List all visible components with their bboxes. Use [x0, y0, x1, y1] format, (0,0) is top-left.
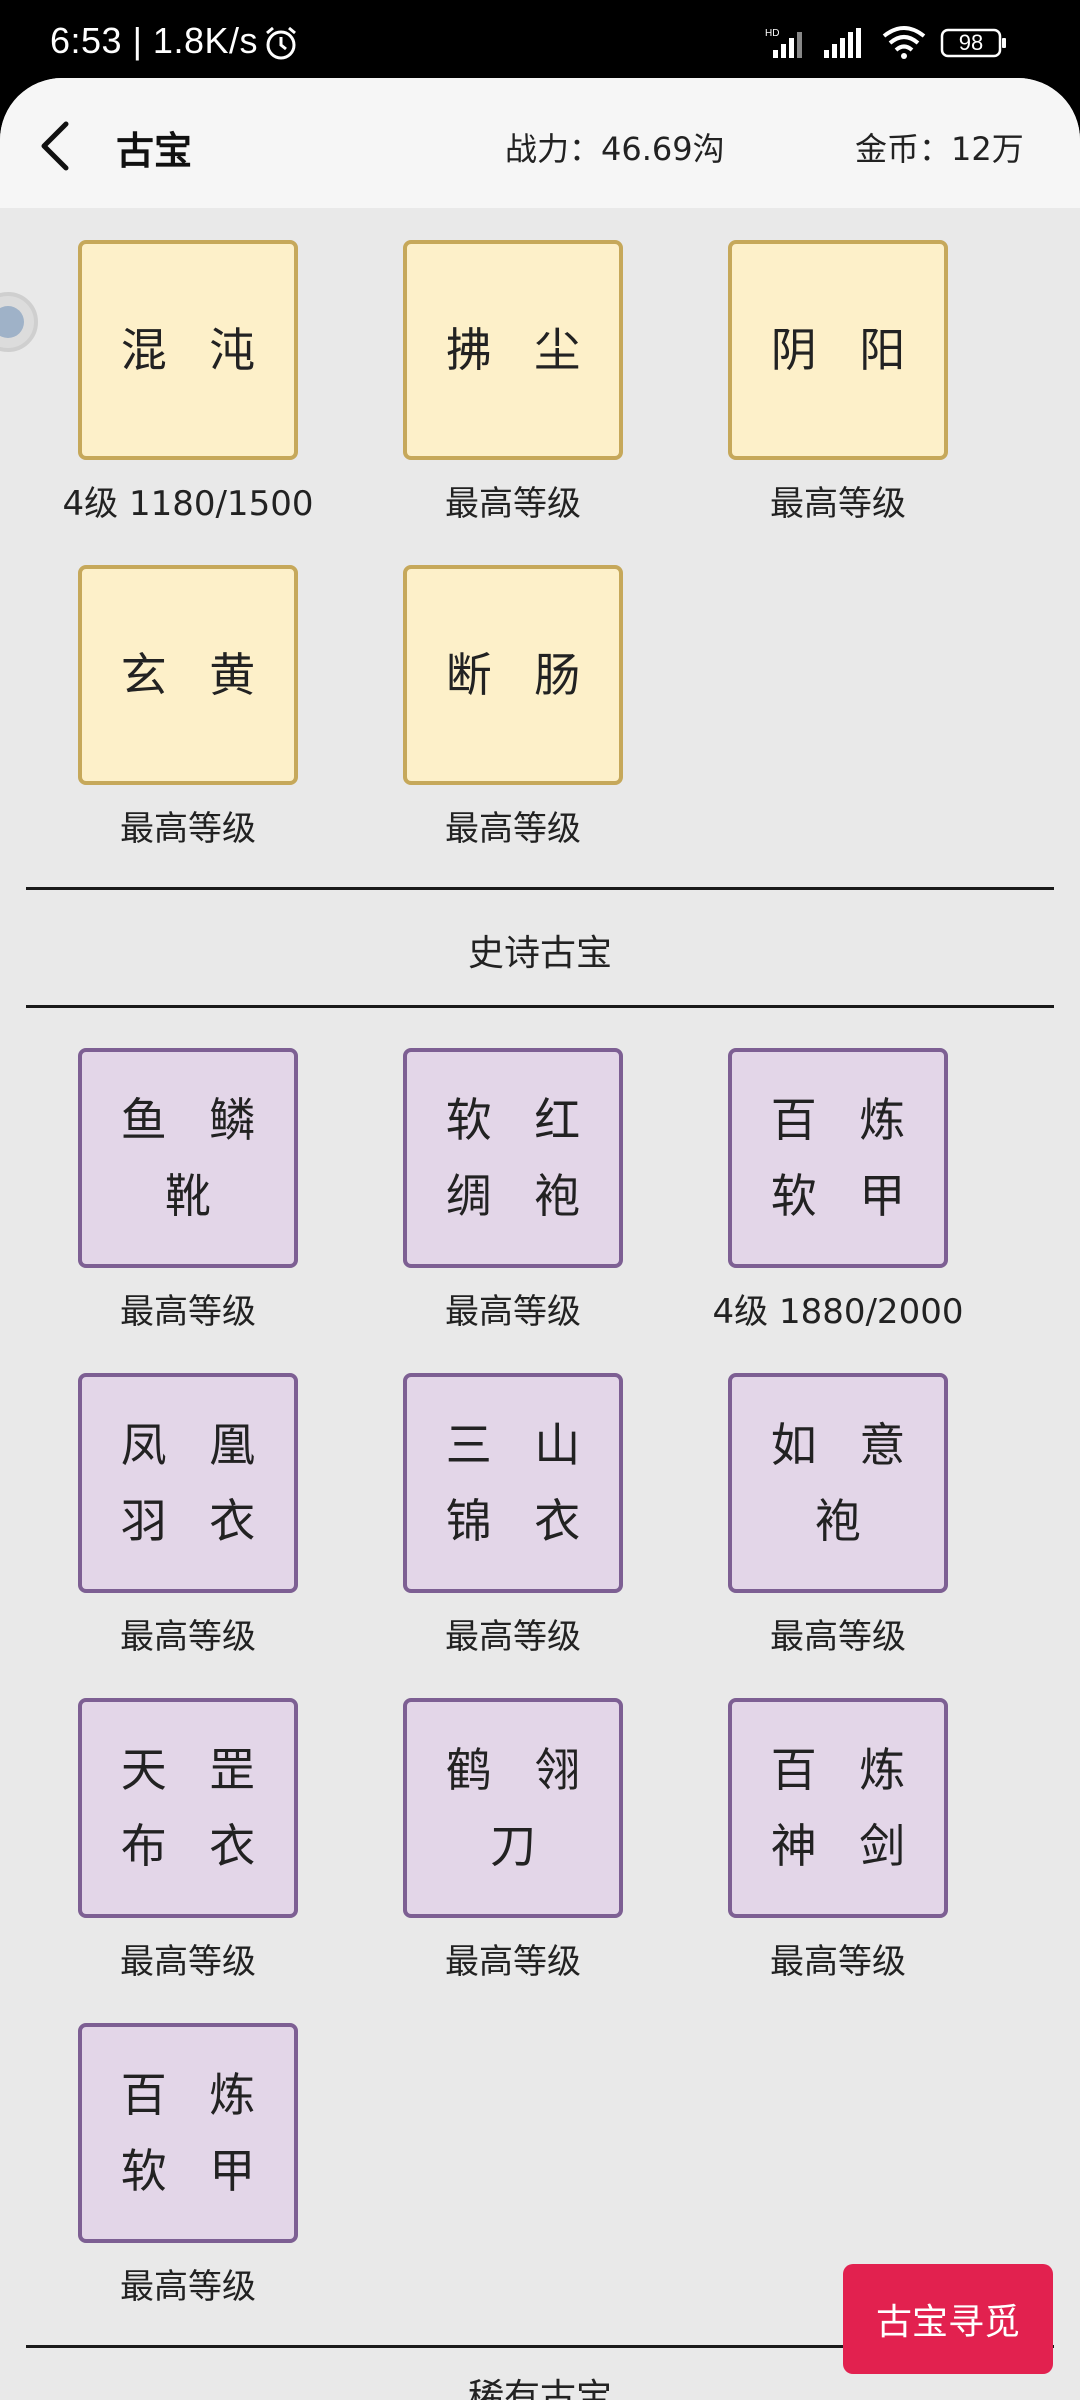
page-title: 古宝	[116, 129, 193, 173]
treasure-item[interactable]: 软 红绸 袍 最高等级	[403, 1048, 623, 1332]
treasure-status: 最高等级	[120, 1617, 256, 1657]
treasure-status: 4级 1180/1500	[62, 484, 314, 524]
section-divider	[26, 2345, 1054, 2348]
treasure-tile[interactable]: 百 炼神 剑	[728, 1698, 948, 1918]
treasure-status: 最高等级	[120, 2267, 256, 2307]
treasure-status: 最高等级	[445, 484, 581, 524]
treasure-tile[interactable]: 鹤 翎刀	[403, 1698, 623, 1918]
header: 古宝 战力：46.69沟 金币：12万	[0, 78, 1080, 208]
svg-text:HD: HD	[765, 28, 779, 39]
treasure-item[interactable]: 鱼 鳞靴 最高等级	[78, 1048, 298, 1332]
treasure-item[interactable]: 阴 阳 最高等级	[728, 240, 948, 524]
treasure-item[interactable]: 天 罡布 衣 最高等级	[78, 1698, 298, 1982]
treasure-item[interactable]: 三 山锦 衣 最高等级	[403, 1373, 623, 1657]
status-time: 6:53 | 1.8K/s	[50, 20, 258, 61]
power-label: 战力：46.69沟	[505, 130, 725, 168]
treasure-tile[interactable]: 天 罡布 衣	[78, 1698, 298, 1918]
treasure-list[interactable]: 混 沌 4级 1180/1500 拂 尘 最高等级 阴 阳 最高等级 玄 黄 最…	[0, 208, 1080, 2400]
section-title-epic: 史诗古宝	[467, 933, 612, 974]
app-sheet: 古宝 战力：46.69沟 金币：12万 混 沌 4级 1180/1500 拂 尘…	[0, 78, 1080, 2400]
gold-label: 金币：12万	[855, 130, 1024, 168]
floating-handle-icon	[0, 306, 24, 338]
treasure-item[interactable]: 断 肠 最高等级	[403, 565, 623, 849]
treasure-tile[interactable]: 混 沌	[78, 240, 298, 460]
treasure-item[interactable]: 百 炼软 甲 4级 1880/2000	[713, 1048, 963, 1332]
wifi-icon	[882, 26, 926, 59]
treasure-item[interactable]: 鹤 翎刀 最高等级	[403, 1698, 623, 1982]
treasure-tile[interactable]: 拂 尘	[403, 240, 623, 460]
treasure-tile[interactable]: 凤 凰羽 衣	[78, 1373, 298, 1593]
treasure-tile[interactable]: 软 红绸 袍	[403, 1048, 623, 1268]
treasure-status: 最高等级	[445, 809, 581, 849]
treasure-seek-button[interactable]: 古宝寻觅	[843, 2264, 1053, 2374]
treasure-tile[interactable]: 三 山锦 衣	[403, 1373, 623, 1593]
treasure-status: 最高等级	[445, 1617, 581, 1657]
treasure-tile[interactable]: 阴 阳	[728, 240, 948, 460]
treasure-item[interactable]: 玄 黄 最高等级	[78, 565, 298, 849]
treasure-tile[interactable]: 鱼 鳞靴	[78, 1048, 298, 1268]
treasure-tile[interactable]: 断 肠	[403, 565, 623, 785]
treasure-tile[interactable]: 百 炼软 甲	[728, 1048, 948, 1268]
treasure-status: 最高等级	[770, 484, 906, 524]
signal-icon	[824, 28, 861, 58]
section-divider	[26, 1005, 1054, 1008]
treasure-status: 4级 1880/2000	[712, 1292, 964, 1332]
treasure-item[interactable]: 混 沌 4级 1180/1500	[63, 240, 313, 524]
section-title-rare: 稀有古宝	[467, 2377, 612, 2400]
treasure-tile[interactable]: 百 炼软 甲	[78, 2023, 298, 2243]
treasure-status: 最高等级	[770, 1617, 906, 1657]
treasure-status: 最高等级	[120, 1292, 256, 1332]
treasure-item[interactable]: 拂 尘 最高等级	[403, 240, 623, 524]
treasure-status: 最高等级	[445, 1292, 581, 1332]
alarm-icon	[266, 26, 296, 60]
treasure-item[interactable]: 百 炼神 剑 最高等级	[728, 1698, 948, 1982]
treasure-status: 最高等级	[770, 1942, 906, 1982]
battery-level: 98	[958, 30, 984, 55]
hd-signal-icon: HD	[765, 28, 802, 58]
treasure-item[interactable]: 如 意袍 最高等级	[728, 1373, 948, 1657]
battery-icon: 98	[940, 28, 1008, 58]
status-bar: 6:53 | 1.8K/s HD	[0, 0, 1080, 78]
back-icon[interactable]	[36, 118, 76, 174]
treasure-status: 最高等级	[120, 1942, 256, 1982]
treasure-tile[interactable]: 玄 黄	[78, 565, 298, 785]
treasure-status: 最高等级	[445, 1942, 581, 1982]
treasure-status: 最高等级	[120, 809, 256, 849]
treasure-item[interactable]: 凤 凰羽 衣 最高等级	[78, 1373, 298, 1657]
section-divider	[26, 887, 1054, 890]
treasure-tile[interactable]: 如 意袍	[728, 1373, 948, 1593]
treasure-item[interactable]: 百 炼软 甲 最高等级	[78, 2023, 298, 2307]
